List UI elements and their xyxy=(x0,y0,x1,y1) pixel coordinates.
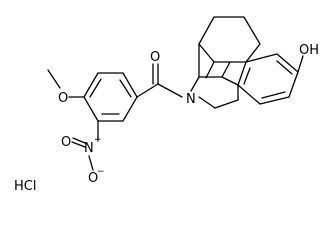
nitro-o-charge: − xyxy=(97,167,105,177)
phenol-ring xyxy=(237,53,299,105)
nitro-o-double-label: O xyxy=(61,135,71,150)
nitro-group: N + O O − xyxy=(61,120,105,186)
hydroxyl-group: OH xyxy=(297,43,319,73)
amine-n-label: N xyxy=(186,92,196,107)
cyclohexane-ring xyxy=(198,16,261,63)
hydroxyl-label: OH xyxy=(299,43,319,58)
nitro-n-label: N xyxy=(84,141,94,156)
ketone-o-label: O xyxy=(150,50,160,65)
methoxy-o-label: O xyxy=(58,91,68,106)
amine-linker: N O xyxy=(136,50,196,107)
salt-label: HCl xyxy=(14,179,36,194)
structure-diagram: OH N O O N + O O − HCl xyxy=(14,16,319,194)
morphinan-bridge xyxy=(190,43,239,109)
aryl-ring xyxy=(83,72,138,122)
nitro-o-single-label: O xyxy=(88,171,98,186)
nitro-n-charge: + xyxy=(94,135,102,145)
methoxy-group: O xyxy=(47,69,85,106)
